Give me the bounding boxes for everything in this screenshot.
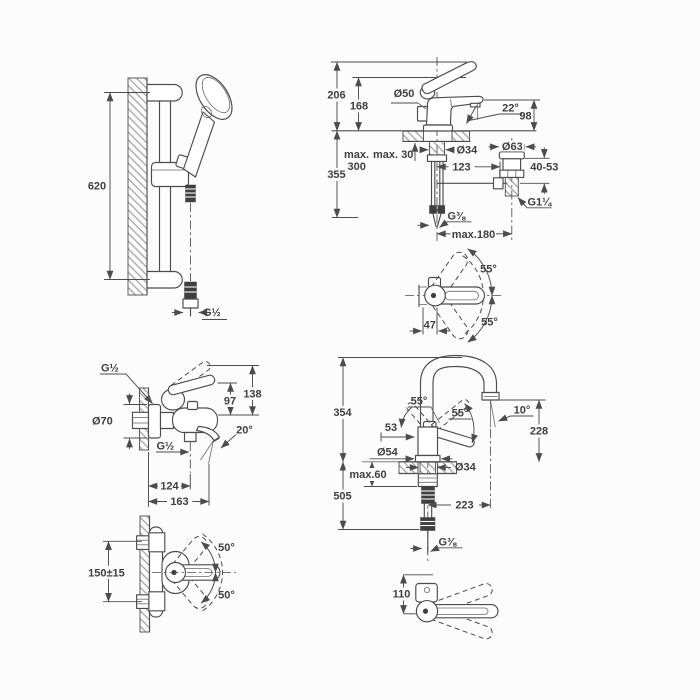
dim-o34-basin-label: Ø34 <box>457 144 479 156</box>
dim-168-label: 168 <box>350 101 368 113</box>
dim-55deg-up-label: 55° <box>480 264 497 276</box>
thread-g12-shower-label: G½ <box>203 307 221 319</box>
dim-hose-thread: G½ <box>172 307 227 320</box>
basin-mixer-drawing: 206 168 355 max. max. 30 300 Ø50 22° 98 … <box>324 57 558 243</box>
dim-o63-label: Ø63 <box>502 141 523 153</box>
dim-206-label: 206 <box>327 90 345 102</box>
bath-diverter-knob <box>186 400 199 411</box>
kitchen-mixer-drawing: 55° 55° 10° <box>330 354 553 561</box>
dim-505-label: 505 <box>333 491 351 503</box>
bath-mixer-front-drawing: 50° 50° 150±15 <box>84 515 236 633</box>
wall-union-nut <box>131 411 150 430</box>
dim-max-prefix-label: max. <box>344 149 369 161</box>
dim-o54-label: Ø54 <box>377 447 399 459</box>
bath-spout <box>195 425 221 442</box>
dim-110-label: 110 <box>393 589 411 601</box>
dim-40-53-label: 40-53 <box>530 162 558 174</box>
shower-rail <box>146 83 190 289</box>
basin-mounting-nut <box>426 154 448 162</box>
basin-deck-section <box>402 130 471 162</box>
dim-max180-label: max.180 <box>452 229 495 241</box>
dim-55deg-left-label: 55° <box>411 396 428 408</box>
kitchen-mounting-nut <box>417 473 438 488</box>
kitchen-dimensions: 354 505 53 Ø54 Ø34 max.60 228 <box>330 357 553 552</box>
kitchen-lever-left-dashed <box>406 402 434 433</box>
dim-124-label: 124 <box>160 481 179 493</box>
dim-150-15-label: 150±15 <box>88 568 125 580</box>
wall-hatch-front <box>139 515 151 633</box>
lever-up-dashed <box>169 536 208 578</box>
dim-354-label: 354 <box>333 407 352 419</box>
basin-shank <box>429 140 445 156</box>
dim-20deg-label: 20° <box>236 425 253 437</box>
kitchen-shank <box>419 461 437 475</box>
basin-base <box>422 124 454 132</box>
dim-22deg-label: 22° <box>502 103 519 115</box>
dim-50deg-up-label: 50° <box>218 542 235 554</box>
dim-228-label: 228 <box>530 426 548 438</box>
bath-shower-outlet <box>183 431 197 443</box>
dim-138-label: 138 <box>243 389 261 401</box>
union-nut-top <box>136 535 150 550</box>
dim-97-label: 97 <box>224 396 236 408</box>
basin-faucet <box>416 61 484 132</box>
dim-rail-height: 620 <box>88 92 150 280</box>
kitchen-lever-top-view: 110 <box>388 574 499 640</box>
thread-g38-kitchen-label: G⅜ <box>439 537 458 549</box>
shower-rail-drawing: 620 G½ <box>88 74 233 320</box>
bath-escutcheon <box>147 403 162 439</box>
bath-lever <box>167 374 216 396</box>
dim-55deg-right-label: 55° <box>452 408 469 420</box>
basin-aerator <box>469 102 481 108</box>
bath-mixer-side-drawing: G½ Ø70 97 138 20° G½ <box>92 361 264 508</box>
rail-bracket-bottom <box>146 270 183 289</box>
dim-50deg-down-label: 50° <box>218 590 235 602</box>
dim-355-label: 355 <box>327 169 345 181</box>
lever-down-dashed <box>169 567 208 609</box>
kitchen-base <box>414 454 441 463</box>
rail-slider <box>150 161 190 188</box>
dim-o70-label: Ø70 <box>92 416 113 428</box>
dim-o34-kitchen-label: Ø34 <box>455 462 477 474</box>
rail-bracket-top <box>146 83 183 102</box>
dim-123-label: 123 <box>452 161 470 173</box>
thread-g12-outlet-label: G½ <box>157 441 175 453</box>
dim-max60-label: max.60 <box>349 469 386 481</box>
basin-lever-top-view: 55° 55° 47 <box>405 248 501 343</box>
shower-hose <box>182 184 199 317</box>
hand-shower-head <box>195 74 233 120</box>
bath-dimensions: G½ Ø70 97 138 20° G½ <box>92 363 264 508</box>
pop-up-waste <box>436 138 525 241</box>
kitchen-spout <box>419 354 500 429</box>
dim-98-label: 98 <box>519 111 531 123</box>
kitchen-body <box>417 426 439 457</box>
basin-dimensions: 206 168 355 max. max. 30 300 Ø50 22° 98 … <box>324 61 558 241</box>
dim-300-label: 300 <box>348 161 366 173</box>
dim-163-label: 163 <box>170 496 188 508</box>
dim-620-label: 620 <box>88 181 106 193</box>
dim-55deg-down-label: 55° <box>481 317 498 329</box>
wall-hatch <box>127 77 148 296</box>
hand-shower-handle <box>182 111 216 178</box>
thread-g114-label: G1¼ <box>528 197 553 209</box>
dim-223-label: 223 <box>455 500 473 512</box>
dim-53-label: 53 <box>385 422 397 434</box>
dim-47-label: 47 <box>424 320 436 332</box>
basin-lever <box>421 61 477 95</box>
hand-shower <box>175 74 233 178</box>
thread-g12-inlet-label: G½ <box>101 363 119 375</box>
thread-g38-basin-label: G⅜ <box>448 211 467 223</box>
dim-max30-label: max. 30 <box>373 149 413 161</box>
dim-o50-label: Ø50 <box>394 88 415 100</box>
dim-10deg-label: 10° <box>514 405 531 417</box>
waste-tail <box>504 176 519 197</box>
